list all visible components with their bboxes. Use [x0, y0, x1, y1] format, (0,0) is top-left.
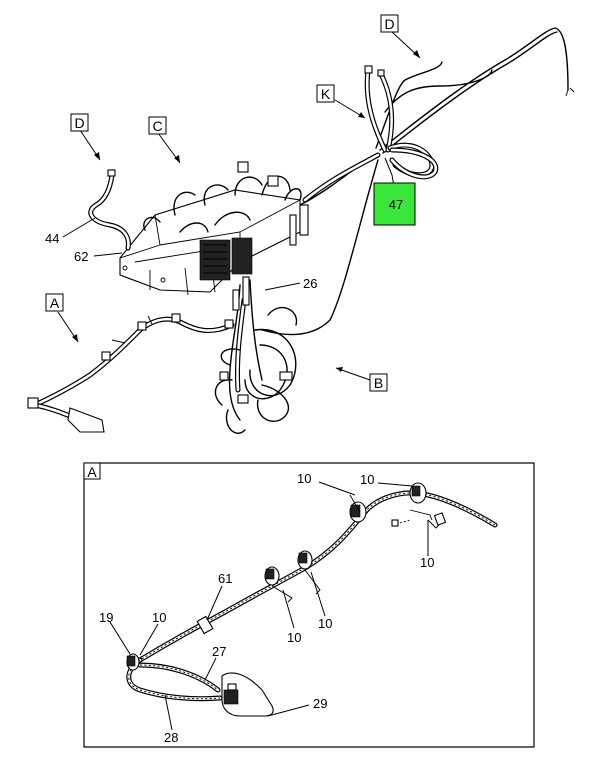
svg-text:K: K: [321, 86, 331, 102]
callout-44: 44: [45, 231, 59, 246]
view-label-k: K: [316, 84, 335, 103]
detail-callout-27: 27: [212, 644, 226, 659]
view-label-a: A: [45, 293, 64, 312]
harness-a-overview: [27, 313, 235, 433]
clamp-group: [126, 482, 447, 671]
svg-text:47: 47: [389, 197, 403, 212]
view-label-d-left: D: [70, 113, 89, 132]
detail-callout-29: 29: [313, 696, 327, 711]
svg-text:D: D: [384, 16, 394, 32]
detail-callout-10-top-right: 10: [360, 472, 374, 487]
detail-callout-10-left: 10: [152, 610, 166, 625]
svg-text:B: B: [374, 375, 383, 391]
main-assembly: D D C K A B 44 62 26 47: [27, 14, 575, 434]
callout-47-highlight[interactable]: 47: [373, 182, 416, 226]
detail-callout-10-top-left: 10: [297, 471, 311, 486]
detail-a-panel: A: [83, 462, 535, 748]
lower-harness-loops: [214, 276, 298, 434]
view-label-b: B: [369, 373, 388, 392]
view-label-c: C: [148, 116, 167, 135]
view-label-d-top: D: [380, 14, 399, 33]
detail-callout-10-right: 10: [420, 555, 434, 570]
main-component-block: [119, 161, 309, 296]
callout-62: 62: [74, 249, 88, 264]
svg-text:A: A: [50, 295, 60, 311]
detail-callout-10-mid-a: 10: [287, 630, 301, 645]
svg-text:C: C: [152, 118, 162, 134]
detail-a-title: A: [87, 464, 97, 480]
svg-text:D: D: [74, 115, 84, 131]
detail-callout-10-mid-b: 10: [318, 616, 332, 631]
detail-callout-28: 28: [164, 730, 178, 745]
callout-26: 26: [303, 276, 317, 291]
detail-callout-19: 19: [99, 610, 113, 625]
detail-callout-61: 61: [218, 571, 232, 586]
